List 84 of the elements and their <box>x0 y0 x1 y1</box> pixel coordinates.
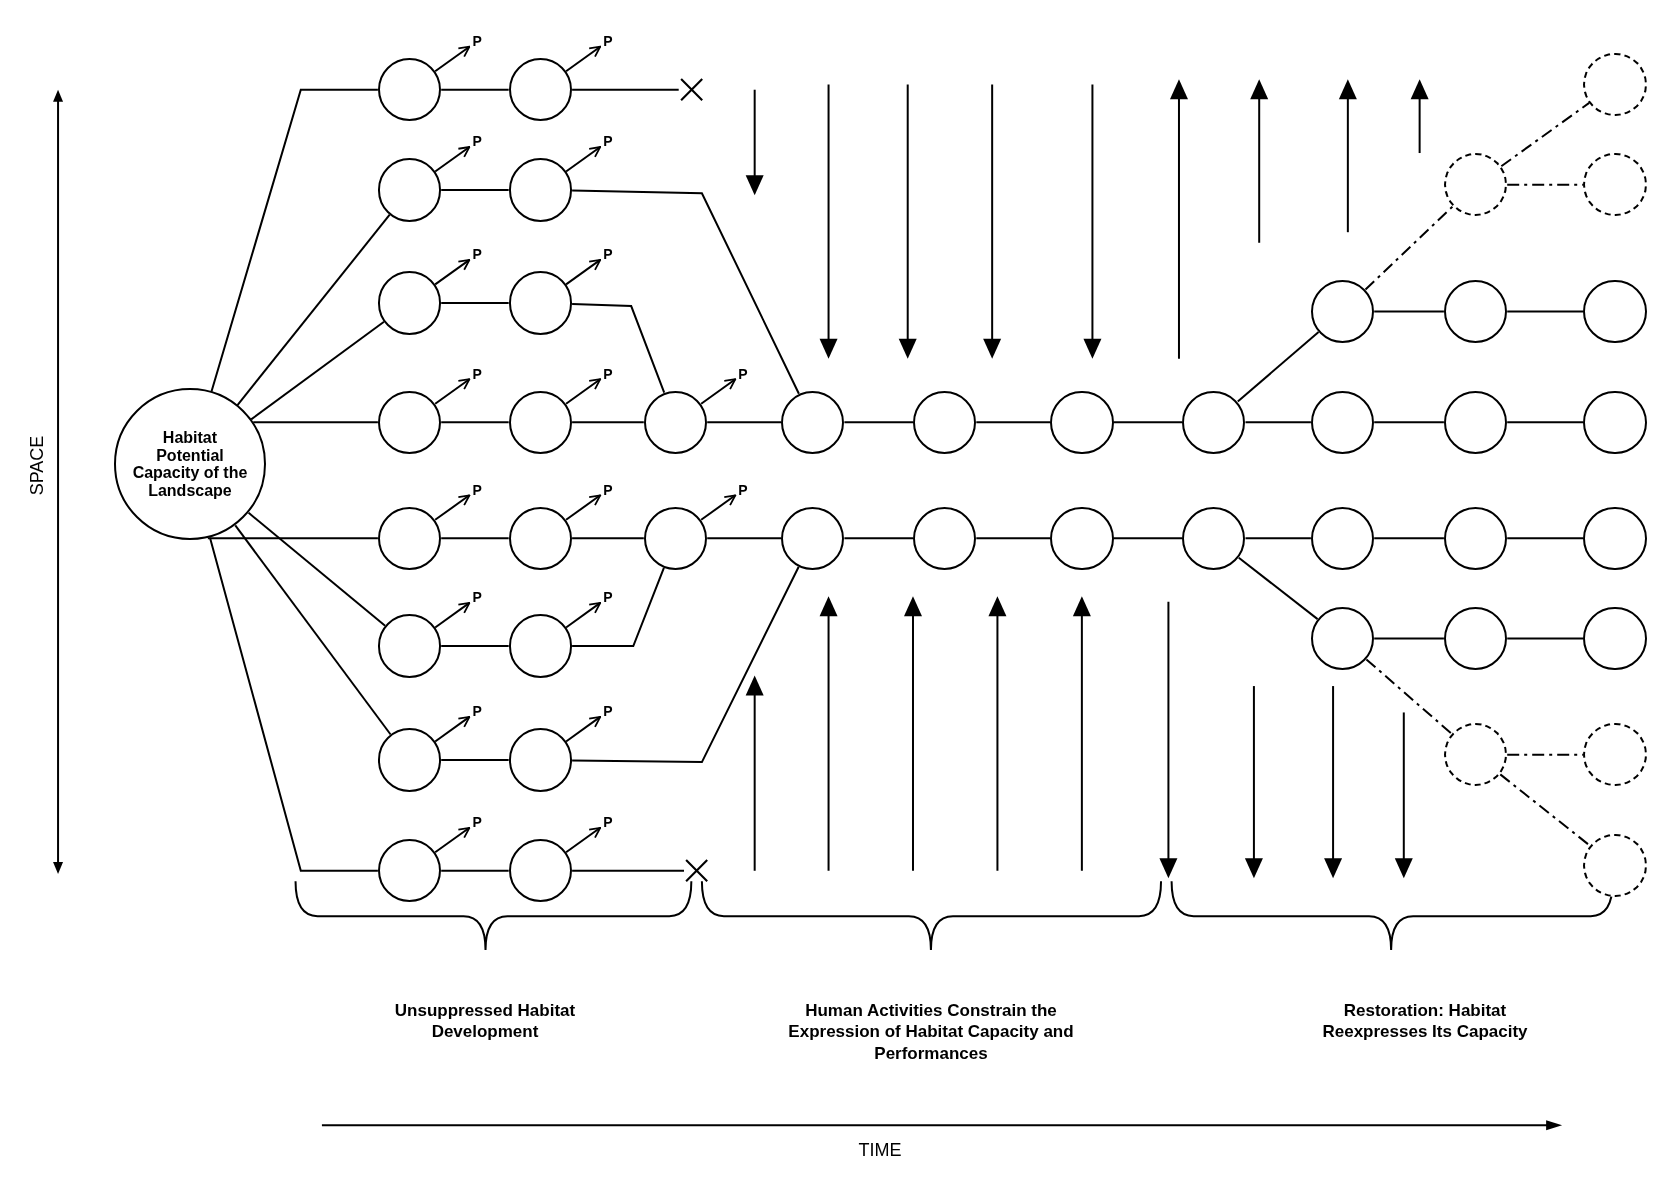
connector-line <box>1373 537 1445 540</box>
connector-line <box>1112 537 1184 540</box>
connector-line <box>843 537 914 540</box>
connector-line <box>1244 537 1312 540</box>
p-label: P <box>598 701 618 721</box>
p-label: P <box>598 812 618 832</box>
p-label: P <box>598 31 618 51</box>
connector-line <box>565 715 602 743</box>
p-label: P <box>467 131 487 151</box>
connector-line <box>700 494 737 521</box>
connector-line <box>434 378 471 405</box>
p-label: P <box>733 480 753 500</box>
connector-line <box>1506 310 1585 313</box>
connector-line <box>1506 421 1585 424</box>
connector-line <box>440 537 510 540</box>
connector-line <box>571 421 645 424</box>
connector-line <box>434 45 471 73</box>
connector-line <box>1506 537 1585 540</box>
connector-line <box>434 715 471 743</box>
connector-line <box>1236 331 1320 403</box>
connector-line <box>565 45 602 73</box>
connector-line <box>440 869 510 872</box>
connector-line <box>440 645 510 647</box>
p-label: P <box>467 587 487 607</box>
connector-line <box>440 421 510 424</box>
connector-line <box>434 146 471 173</box>
p-label: P <box>467 701 487 721</box>
connector-line <box>1244 421 1312 424</box>
connector-line <box>565 258 602 286</box>
connector-line <box>706 537 783 540</box>
connector-line <box>843 421 914 424</box>
connector-line <box>975 537 1052 540</box>
node-label: Habitat Potential Capacity of the Landscape <box>132 429 248 500</box>
connector-line <box>700 378 737 405</box>
connector-line <box>1373 421 1445 424</box>
p-label: P <box>467 812 487 832</box>
connector-line <box>1500 101 1591 168</box>
connector-line <box>571 537 645 540</box>
connector-line <box>571 869 685 872</box>
connector-line <box>434 826 471 854</box>
connector-line <box>1506 637 1585 640</box>
p-label: P <box>467 31 487 51</box>
axis-label: SPACE <box>26 435 49 496</box>
connector-line <box>565 146 602 173</box>
p-label: P <box>598 480 618 500</box>
phase-label: Restoration: Habitat Reexpresses Its Capacity <box>1321 1000 1529 1043</box>
p-label: P <box>598 587 618 607</box>
connector-line <box>1373 310 1445 313</box>
connector-line <box>1112 421 1184 424</box>
phase-label: Unsuppressed Habitat Development <box>393 1000 577 1043</box>
connector-line <box>234 524 392 736</box>
connector-line <box>1364 205 1454 291</box>
connector-line <box>1373 637 1445 640</box>
connector-line <box>975 421 1052 424</box>
connector-line <box>252 421 379 424</box>
cross-mark <box>683 858 710 884</box>
p-label: P <box>598 364 618 384</box>
connector-line <box>1365 658 1453 735</box>
axis-label: TIME <box>858 1138 902 1162</box>
p-label: P <box>467 244 487 264</box>
connector-line <box>440 301 510 304</box>
connector-line <box>565 601 602 629</box>
connector-line <box>247 511 387 627</box>
p-label: P <box>598 131 618 151</box>
cross-mark <box>678 77 704 103</box>
p-label: P <box>733 364 753 384</box>
connector-line <box>236 213 391 407</box>
connector-line <box>706 421 783 424</box>
connector-line <box>434 494 471 521</box>
phase-label: Human Activities Constrain the Expression of Habitat Capacity and Performances <box>787 1000 1075 1064</box>
p-label: P <box>467 364 487 384</box>
connector-line <box>250 320 385 421</box>
connector-line <box>571 88 680 91</box>
connector-line <box>565 494 602 521</box>
connector-line <box>434 258 471 286</box>
connector-line <box>1237 556 1319 621</box>
p-label: P <box>598 244 618 264</box>
connector-line <box>440 189 510 191</box>
connector-line <box>440 758 510 761</box>
connector-line <box>440 88 510 91</box>
connector-line <box>565 826 602 854</box>
connector-line <box>565 378 602 405</box>
p-label: P <box>467 480 487 500</box>
connector-line <box>434 601 471 629</box>
